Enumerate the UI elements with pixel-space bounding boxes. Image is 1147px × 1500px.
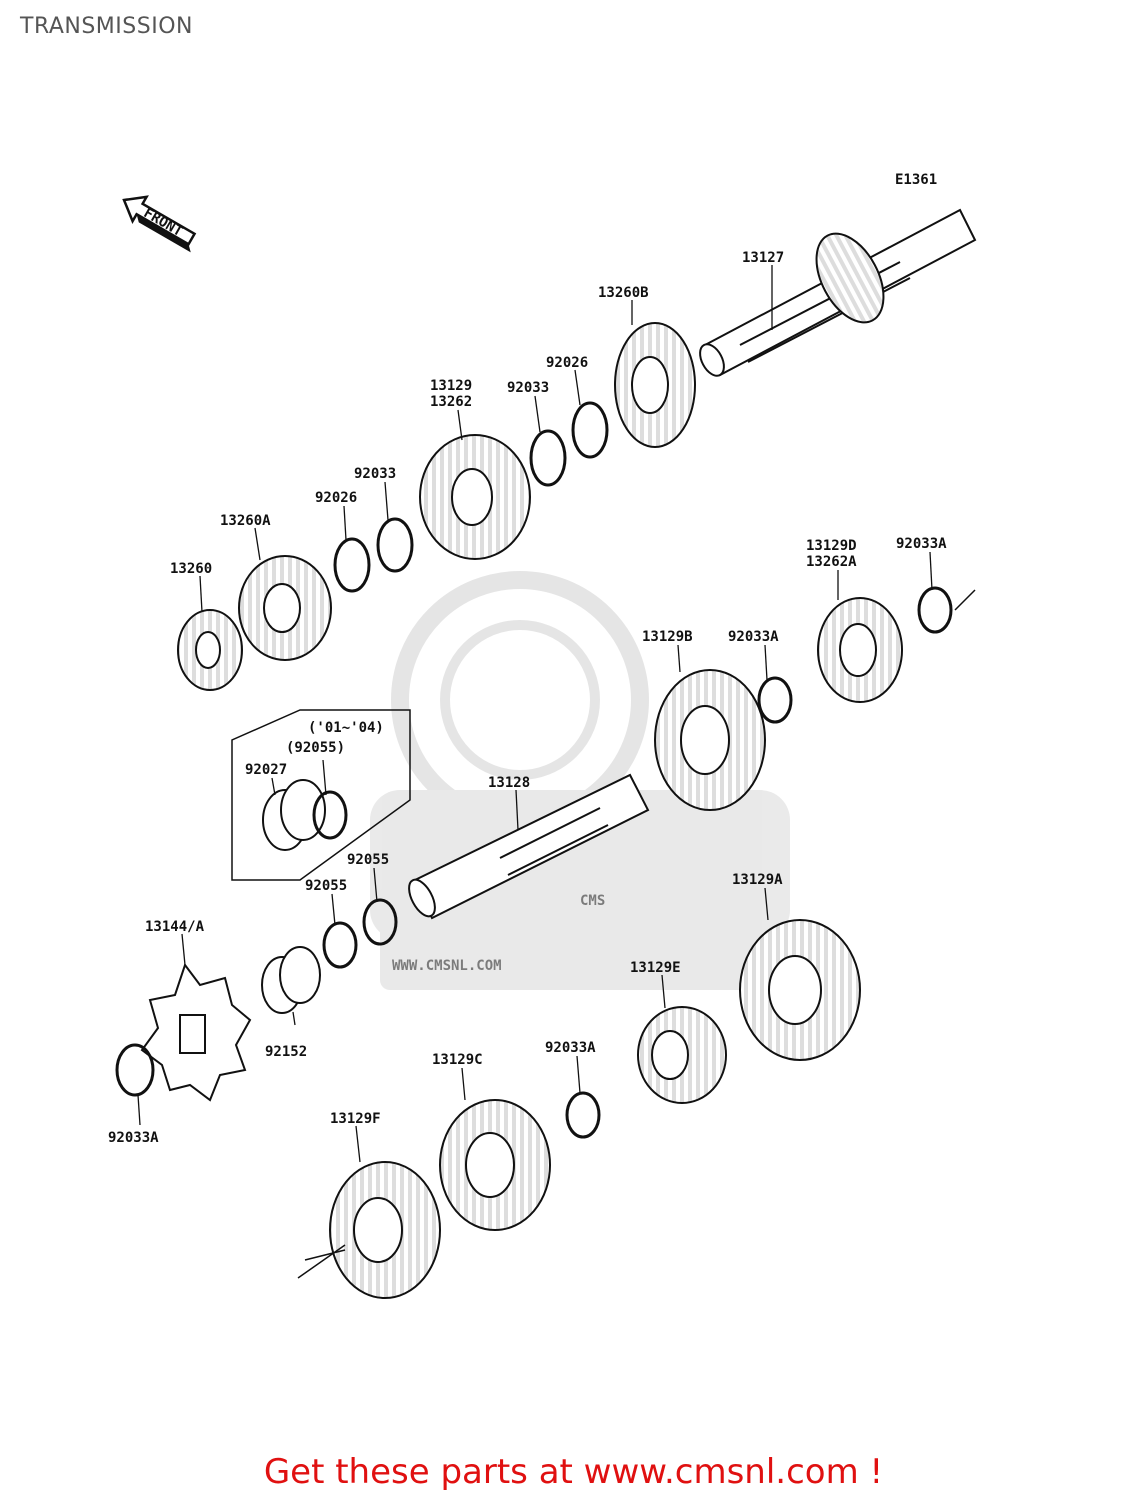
callout-13262a: 13262A — [806, 554, 857, 570]
callout-13129f: 13129F — [330, 1111, 381, 1127]
shaft-13128 — [408, 773, 650, 920]
callout-13129: 13129 — [430, 378, 472, 394]
gear-13129b — [654, 669, 766, 811]
gear-13260 — [177, 609, 243, 691]
diagram-code: E1361 — [895, 172, 937, 188]
oring-92055-b — [362, 898, 398, 946]
gear-13260b — [614, 322, 696, 448]
gear-13129-13262 — [419, 434, 531, 560]
callout-13129d: 13129D — [806, 538, 857, 554]
callout-13129c: 13129C — [432, 1052, 483, 1068]
callout-13127: 13127 — [742, 250, 784, 266]
callout-box-years: ('01~'04) — [308, 720, 384, 736]
callout-92152: 92152 — [265, 1044, 307, 1060]
oring-92055-a — [322, 921, 358, 969]
callout-13144a: 13144/A — [145, 919, 205, 935]
callout-92026-mid: 92026 — [315, 490, 357, 506]
gear-13129a — [739, 919, 861, 1061]
gear-13129f — [329, 1161, 441, 1299]
ring-92033-top — [529, 429, 567, 487]
page-title: TRANSMISSION — [20, 14, 193, 39]
arrow-line-left-a — [297, 1244, 346, 1279]
oring-92055-box — [312, 790, 348, 840]
arrow-line-left-b — [304, 1249, 346, 1261]
watermark-brand: CMS — [580, 893, 605, 909]
callout-92033a-mid: 92033A — [728, 629, 779, 645]
callout-92033a-top: 92033A — [896, 536, 947, 552]
callout-92055-a: 92055 — [305, 878, 347, 894]
bushing-92027 — [262, 779, 326, 851]
gear-13129d-13262a — [817, 597, 903, 703]
leader-lines — [137, 265, 933, 1163]
collar-92152 — [261, 946, 321, 1014]
callout-box-part: (92055) — [286, 740, 345, 756]
ring-92026-mid — [333, 537, 371, 593]
arrow-line-right — [954, 589, 976, 611]
callout-13129e: 13129E — [630, 960, 681, 976]
watermark: CMS WWW.CMSNL.COM — [370, 571, 790, 990]
callout-92033a-low: 92033A — [545, 1040, 596, 1056]
transmission-exploded-diagram: CMS WWW.CMSNL.COM FRONT E1361 — [108, 172, 977, 1299]
watermark-url: WWW.CMSNL.COM — [392, 958, 502, 974]
callout-92033-top: 92033 — [507, 380, 549, 396]
ring-92033a-top — [917, 586, 953, 634]
callout-92055-b: 92055 — [347, 852, 389, 868]
variant-box — [231, 709, 411, 881]
gear-13129c — [439, 1099, 551, 1231]
sprocket-13144a — [140, 962, 252, 1102]
ring-92033a-left — [115, 1043, 155, 1097]
callout-92027: 92027 — [245, 762, 287, 778]
callout-92033a-left: 92033A — [108, 1130, 159, 1146]
front-arrow-icon: FRONT — [122, 195, 197, 253]
callout-92033-mid: 92033 — [354, 466, 396, 482]
callout-13260b: 13260B — [598, 285, 649, 301]
callout-13262: 13262 — [430, 394, 472, 410]
ring-92033a-low — [565, 1091, 601, 1139]
gear-13260a — [238, 555, 332, 661]
callout-13128: 13128 — [488, 775, 530, 791]
callout-13129b: 13129B — [642, 629, 693, 645]
ring-92033-mid — [376, 517, 414, 573]
callout-92026-top: 92026 — [546, 355, 588, 371]
callout-13260: 13260 — [170, 561, 212, 577]
shaft-13127 — [699, 208, 977, 377]
cmsnl-parts-link[interactable]: Get these parts at www.cmsnl.com ! — [263, 1452, 884, 1492]
gear-13129e — [637, 1006, 727, 1104]
ring-92026-top — [571, 401, 609, 459]
ring-92033a-mid — [757, 676, 793, 724]
callout-13260a: 13260A — [220, 513, 271, 529]
callout-13129a: 13129A — [732, 872, 783, 888]
